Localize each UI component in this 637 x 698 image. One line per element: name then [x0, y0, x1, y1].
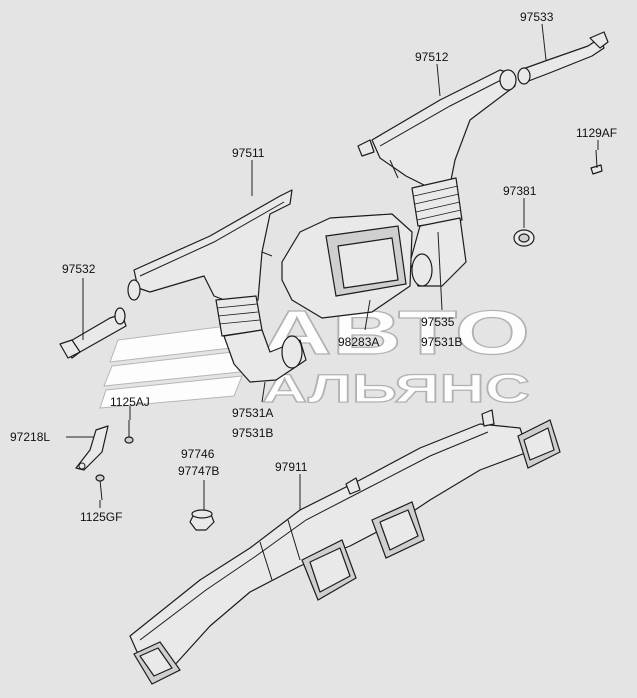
part-97511: [127, 189, 307, 383]
label-97747B: 97747B: [178, 464, 219, 478]
part-1125GF: [95, 474, 105, 501]
label-97218L: 97218L: [10, 430, 50, 444]
leader-lines: [66, 23, 599, 510]
part-97512: [357, 69, 517, 287]
label-97381: 97381: [503, 184, 537, 198]
part-97533: [517, 31, 609, 85]
part-97535: [411, 177, 463, 227]
label-97512: 97512: [415, 50, 449, 64]
label-98283A: 98283A: [338, 335, 379, 349]
label-97911: 97911: [275, 460, 308, 474]
watermark-line-1: АВТО: [262, 299, 530, 368]
label-97535: 97535: [421, 315, 455, 329]
part-98283A: [281, 213, 413, 319]
label-1125AJ: 1125AJ: [110, 395, 150, 409]
part-97911: [129, 409, 561, 685]
part-97532: [59, 307, 127, 359]
label-1125GF: 1125GF: [80, 510, 122, 524]
watermark: АВТО АЛЬЯНС: [99, 298, 531, 412]
part-1129AF: [590, 149, 603, 175]
part-labels: 97533 97512 1129AF 97511 97381 97532 975…: [10, 10, 617, 524]
part-97381: [513, 229, 535, 247]
label-97533: 97533: [520, 10, 554, 24]
label-97531B-right: 97531B: [421, 335, 462, 349]
label-97532: 97532: [62, 262, 96, 276]
label-97746: 97746: [181, 447, 215, 461]
part-97218L: [75, 425, 109, 471]
label-97531A: 97531A: [232, 406, 273, 420]
watermark-line-2: АЛЬЯНС: [262, 367, 530, 411]
part-97746-97747B: [189, 509, 215, 531]
label-97511: 97511: [232, 146, 265, 160]
part-1125AJ: [124, 420, 134, 444]
label-1129AF: 1129AF: [576, 126, 617, 140]
label-97531B-left: 97531B: [232, 426, 273, 440]
